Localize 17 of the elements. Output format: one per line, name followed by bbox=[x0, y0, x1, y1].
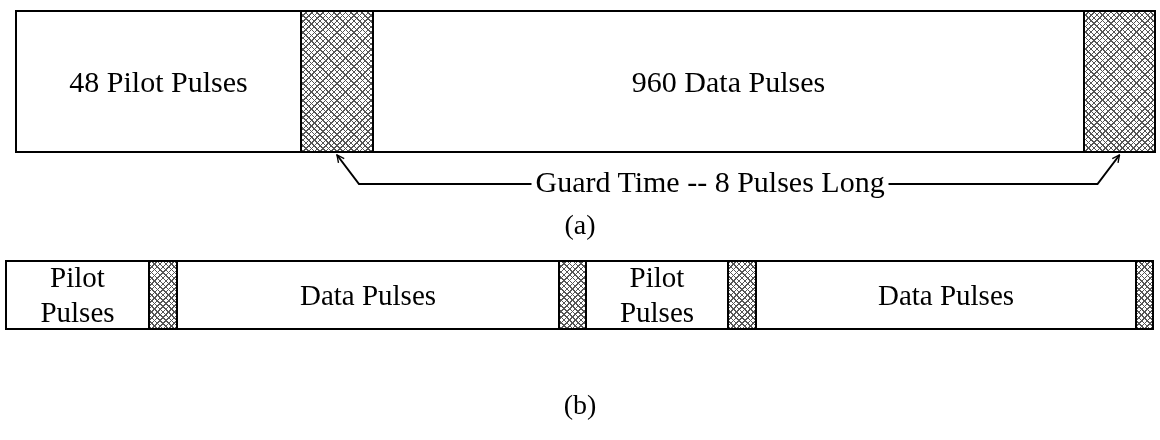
frame-segment: Pilot Pulses bbox=[585, 260, 729, 330]
arrow bbox=[336, 154, 533, 185]
frame-segment: Data Pulses bbox=[755, 260, 1137, 330]
frame-segment: 48 Pilot Pulses bbox=[15, 10, 302, 153]
frame-segment: Data Pulses bbox=[176, 260, 560, 330]
arrow bbox=[887, 154, 1121, 185]
guard-segment bbox=[1135, 260, 1154, 330]
guard-segment bbox=[727, 260, 757, 330]
frame-segment: 960 Data Pulses bbox=[372, 10, 1085, 153]
guard-segment bbox=[148, 260, 178, 330]
frame-segment: Pilot Pulses bbox=[5, 260, 150, 330]
guard-segment bbox=[558, 260, 587, 330]
guard-time-label: Guard Time -- 8 Pulses Long bbox=[531, 160, 889, 204]
subfigure-label: (a) bbox=[563, 208, 597, 242]
guard-segment bbox=[300, 10, 374, 153]
guard-segment bbox=[1083, 10, 1156, 153]
subfigure-label: (b) bbox=[562, 388, 598, 422]
